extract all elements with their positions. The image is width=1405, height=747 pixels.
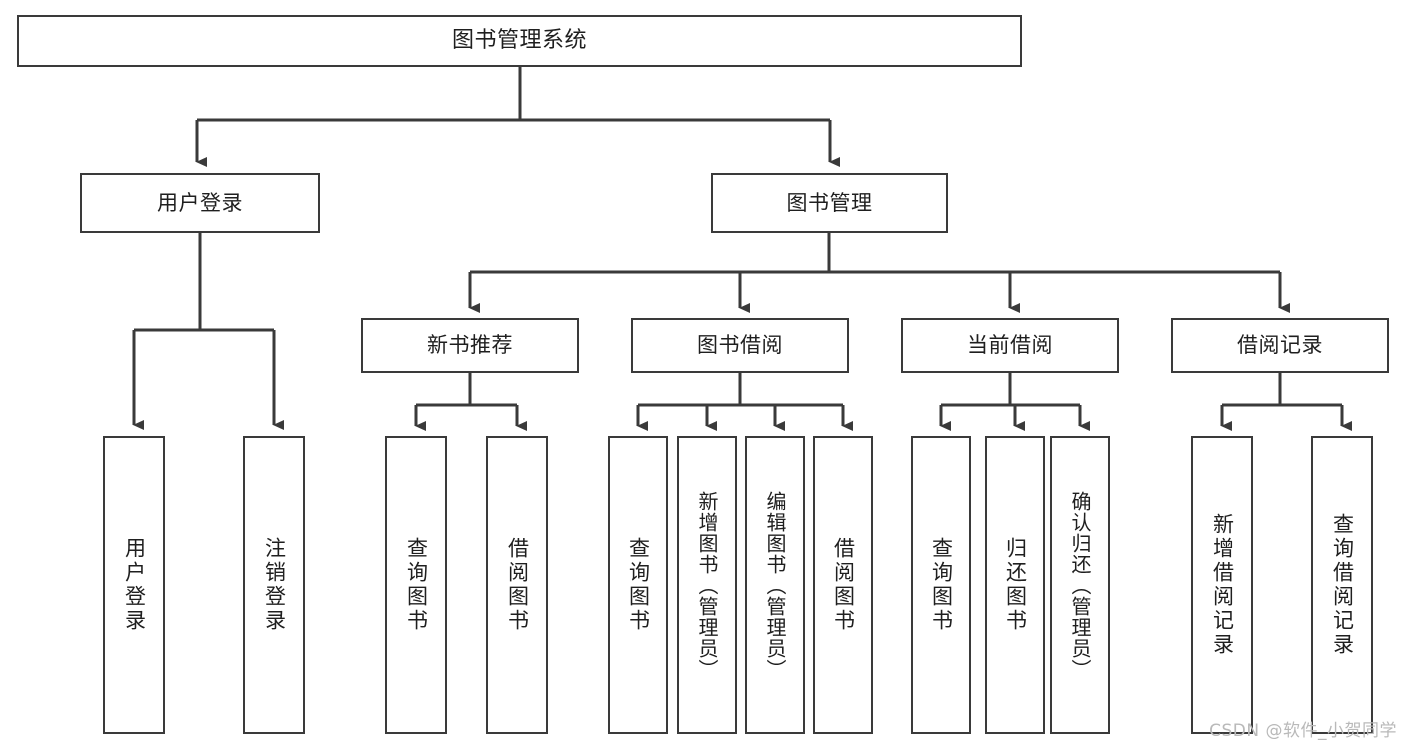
node-borrow-record-label: 借阅记录	[1237, 333, 1323, 358]
node-leaf-return-book-label: 归还图书	[1003, 537, 1028, 633]
node-leaf-borrow-book-2[interactable]: 借阅图书	[813, 436, 873, 734]
node-leaf-add-book-admin[interactable]: 新增图书（管理员）	[677, 436, 737, 734]
node-leaf-borrow-book-1[interactable]: 借阅图书	[486, 436, 548, 734]
node-leaf-borrow-book-1-label: 借阅图书	[505, 537, 530, 633]
node-current-borrow[interactable]: 当前借阅	[901, 318, 1119, 373]
watermark-text: CSDN @软件_小贺同学	[1209, 721, 1397, 741]
node-leaf-edit-book-admin[interactable]: 编辑图书（管理员）	[745, 436, 805, 734]
node-leaf-edit-book-admin-label: 编辑图书（管理员）	[763, 490, 787, 680]
node-book-borrow-label: 图书借阅	[697, 333, 783, 358]
node-borrow-record[interactable]: 借阅记录	[1171, 318, 1389, 373]
node-leaf-confirm-return-admin[interactable]: 确认归还（管理员）	[1050, 436, 1110, 734]
node-new-book-recommend-label: 新书推荐	[427, 333, 513, 358]
node-leaf-query-record-label: 查询借阅记录	[1330, 513, 1355, 657]
node-leaf-add-book-admin-label: 新增图书（管理员）	[695, 490, 719, 680]
node-leaf-user-logout-label: 注销登录	[262, 537, 287, 633]
node-leaf-add-record[interactable]: 新增借阅记录	[1191, 436, 1253, 734]
node-leaf-return-book[interactable]: 归还图书	[985, 436, 1045, 734]
node-book-manage[interactable]: 图书管理	[711, 173, 948, 233]
node-current-borrow-label: 当前借阅	[967, 333, 1053, 358]
node-leaf-borrow-book-2-label: 借阅图书	[831, 537, 856, 633]
node-new-book-recommend[interactable]: 新书推荐	[361, 318, 579, 373]
node-leaf-query-book-1[interactable]: 查询图书	[385, 436, 447, 734]
node-leaf-user-logout[interactable]: 注销登录	[243, 436, 305, 734]
node-root[interactable]: 图书管理系统	[17, 15, 1022, 67]
node-root-label: 图书管理系统	[451, 28, 587, 54]
node-leaf-query-book-1-label: 查询图书	[404, 537, 429, 633]
node-book-manage-label: 图书管理	[786, 190, 873, 215]
node-leaf-add-record-label: 新增借阅记录	[1210, 513, 1235, 657]
node-leaf-user-login-label: 用户登录	[122, 537, 147, 633]
node-leaf-query-book-3-label: 查询图书	[929, 537, 954, 633]
node-leaf-query-book-3[interactable]: 查询图书	[911, 436, 971, 734]
node-leaf-query-book-2-label: 查询图书	[626, 537, 651, 633]
node-leaf-query-record[interactable]: 查询借阅记录	[1311, 436, 1373, 734]
node-leaf-confirm-return-admin-label: 确认归还（管理员）	[1068, 490, 1092, 680]
node-leaf-user-login[interactable]: 用户登录	[103, 436, 165, 734]
node-book-borrow[interactable]: 图书借阅	[631, 318, 849, 373]
node-user-login-label: 用户登录	[157, 190, 243, 215]
node-leaf-query-book-2[interactable]: 查询图书	[608, 436, 668, 734]
node-user-login[interactable]: 用户登录	[80, 173, 320, 233]
